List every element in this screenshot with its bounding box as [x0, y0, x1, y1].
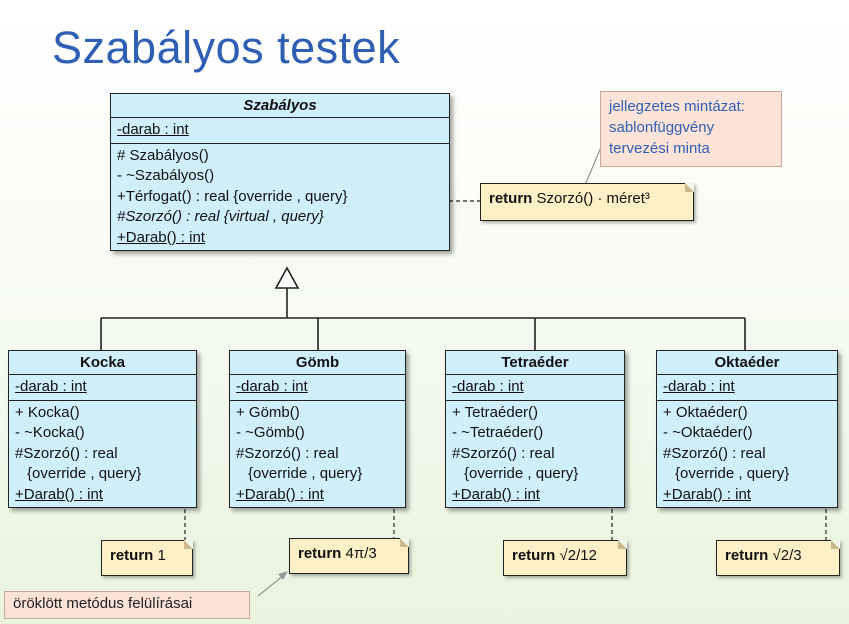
op-constructor: + Gömb() — [236, 403, 300, 421]
op-szorzo: #Szorzó() : real — [15, 444, 118, 462]
note-fold — [184, 540, 193, 549]
op-szorzo-modifiers: {override , query} — [248, 465, 363, 482]
note-keyword: return — [110, 547, 154, 564]
class-name: Kocka — [9, 351, 196, 375]
op-destructor: - ~Tetraéder() — [452, 424, 544, 441]
attribute-darab: -darab : int — [236, 378, 308, 395]
note-fold — [618, 540, 627, 549]
op-darab: +Darab() : int — [452, 485, 540, 503]
note-fold — [685, 183, 694, 192]
note-keyword: return — [489, 190, 533, 207]
op-szorzo-modifiers: {override , query} — [464, 465, 579, 482]
op-darab: +Darab() : int — [15, 485, 103, 503]
callout-line-2: sablonfüggvény — [609, 119, 715, 136]
generalization-arrowhead — [274, 266, 300, 289]
class-attributes: -darab : int — [230, 375, 405, 401]
class-name: Gömb — [230, 351, 405, 375]
callout-bottom-pointer — [257, 574, 285, 597]
class-gomb: Gömb -darab : int + Gömb() - ~Gömb() #Sz… — [229, 350, 406, 508]
class-operations: + Oktaéder() - ~Oktaéder() #Szorzó() : r… — [657, 401, 837, 508]
attribute-darab: -darab : int — [452, 378, 524, 395]
note-fold — [831, 540, 840, 549]
class-kocka: Kocka -darab : int + Kocka() - ~Kocka() … — [8, 350, 197, 508]
class-name: Szabályos — [111, 94, 449, 118]
note-text: Szorzó() · méret³ — [536, 190, 650, 207]
attribute-darab: -darab : int — [15, 378, 87, 395]
note-tetraeder: return √2/12 — [503, 540, 627, 576]
callout-template-method: jellegzetes mintázat: sablonfüggvény ter… — [600, 91, 782, 167]
op-destructor: - ~Szabályos() — [117, 167, 215, 184]
attribute-darab: -darab : int — [663, 378, 735, 395]
class-operations: + Kocka() - ~Kocka() #Szorzó() : real {o… — [9, 401, 196, 508]
callout-overrides: öröklött metódus felülírásai — [4, 591, 250, 619]
op-destructor: - ~Oktaéder() — [663, 424, 753, 441]
op-szorzo: #Szorzó() : real — [236, 444, 339, 462]
note-value: 1 — [157, 547, 166, 564]
op-darab: +Darab() : int — [663, 485, 751, 503]
class-tetraeder: Tetraéder -darab : int + Tetraéder() - ~… — [445, 350, 625, 508]
class-operations: # Szabályos() - ~Szabályos() +Térfogat()… — [111, 144, 449, 251]
class-operations: + Tetraéder() - ~Tetraéder() #Szorzó() :… — [446, 401, 624, 508]
class-szabalyos: Szabályos -darab : int # Szabályos() - ~… — [110, 93, 450, 251]
note-oktaeder: return √2/3 — [716, 540, 840, 576]
callout-bottom-arrowhead — [278, 571, 288, 580]
class-attributes: -darab : int — [446, 375, 624, 401]
op-szorzo: #Szorzó() : real {virtual , query} — [117, 208, 324, 225]
class-name: Oktaéder — [657, 351, 837, 375]
note-fold — [400, 538, 409, 547]
note-keyword: return — [298, 545, 342, 562]
op-darab: +Darab() : int — [236, 485, 324, 503]
class-oktaeder: Oktaéder -darab : int + Oktaéder() - ~Ok… — [656, 350, 838, 508]
op-terfogat: +Térfogat() : real {override , query} — [117, 187, 348, 205]
callout-line-3: tervezési minta — [609, 140, 710, 157]
op-destructor: - ~Kocka() — [15, 424, 85, 441]
op-darab: +Darab() : int — [117, 228, 205, 246]
op-constructor: # Szabályos() — [117, 146, 209, 164]
op-destructor: - ~Gömb() — [236, 424, 305, 441]
class-attributes: -darab : int — [111, 118, 449, 144]
attribute-darab: -darab : int — [117, 121, 189, 138]
op-constructor: + Tetraéder() — [452, 403, 539, 421]
op-constructor: + Kocka() — [15, 403, 80, 421]
note-gomb: return 4π/3 — [289, 538, 409, 574]
callout-line-1: jellegzetes mintázat: — [609, 98, 745, 115]
class-attributes: -darab : int — [657, 375, 837, 401]
class-name: Tetraéder — [446, 351, 624, 375]
note-value: √2/12 — [559, 547, 597, 564]
op-szorzo: #Szorzó() : real — [663, 444, 766, 462]
note-terfogat: return Szorzó() · méret³ — [480, 183, 694, 221]
op-constructor: + Oktaéder() — [663, 403, 748, 421]
note-value: 4π/3 — [345, 545, 377, 562]
class-operations: + Gömb() - ~Gömb() #Szorzó() : real {ove… — [230, 401, 405, 508]
note-keyword: return — [512, 547, 556, 564]
note-keyword: return — [725, 547, 769, 564]
op-szorzo-modifiers: {override , query} — [27, 465, 142, 482]
note-value: √2/3 — [772, 547, 802, 564]
op-szorzo-modifiers: {override , query} — [675, 465, 790, 482]
slide-title: Szabályos testek — [52, 22, 401, 73]
class-attributes: -darab : int — [9, 375, 196, 401]
note-kocka: return 1 — [101, 540, 193, 576]
op-szorzo: #Szorzó() : real — [452, 444, 555, 462]
